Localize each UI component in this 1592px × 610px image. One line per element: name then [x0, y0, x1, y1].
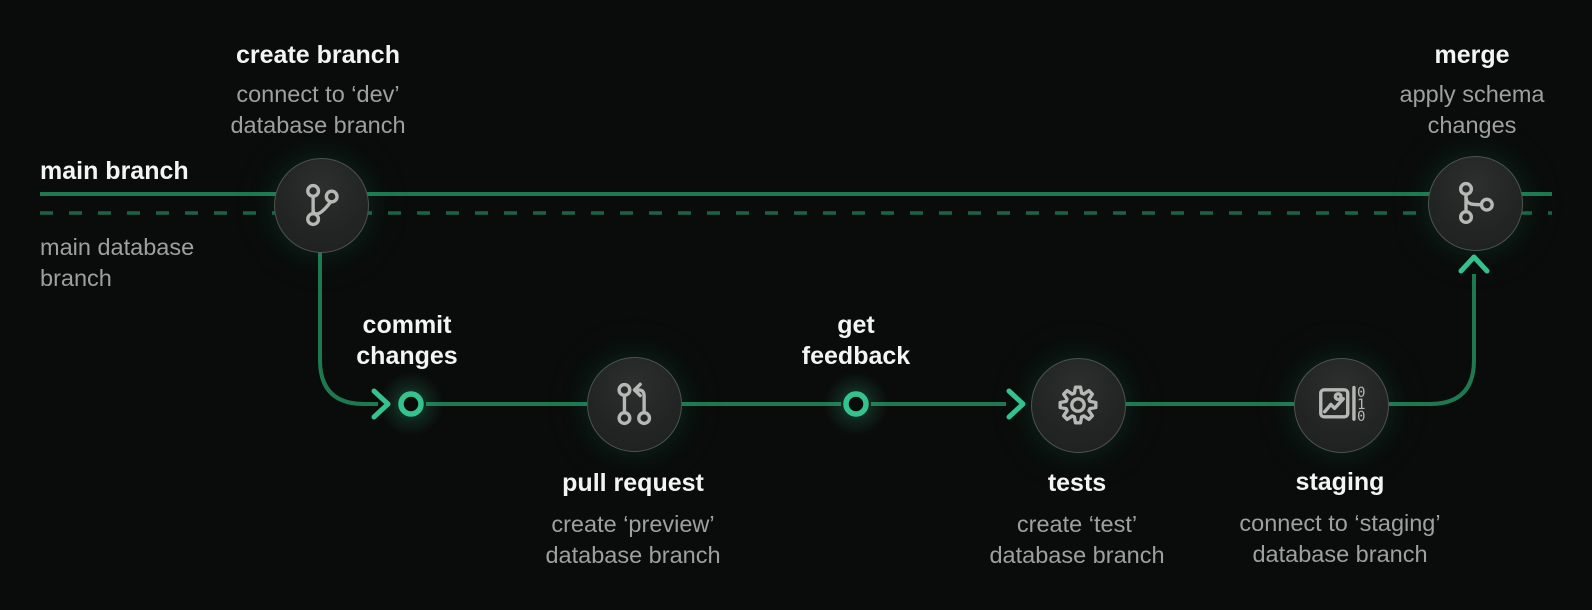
gear-icon [1058, 385, 1098, 425]
node-create-branch [273, 157, 369, 253]
step-title-create-branch: create branch [236, 41, 400, 69]
step-title-pull-request: pull request [562, 469, 704, 497]
step-subtitle-tests: create ‘test’ database branch [989, 511, 1165, 568]
staging-digit-2: 0 [1357, 409, 1365, 425]
step-title-get-feedback: get feedback [801, 311, 911, 370]
git-merge-icon [1458, 181, 1494, 225]
step-subtitle-create-branch: connect to ‘dev’ database branch [230, 81, 406, 138]
step-title-merge: merge [1434, 41, 1510, 69]
git-pull-request-icon [617, 382, 652, 426]
node-tests [1030, 357, 1126, 453]
image-binary-icon: 0 1 0 [1319, 385, 1365, 425]
step-subtitle-pull-request: create ‘preview’ database branch [545, 511, 721, 568]
arrowhead-into-tests [1006, 388, 1026, 420]
step-title-staging: staging [1295, 468, 1385, 496]
arrowhead-into-merge [1458, 254, 1490, 274]
main-branch-label: main branch [40, 157, 189, 185]
git-branch-icon [306, 183, 339, 227]
commit-changes-ring [398, 391, 424, 417]
main-database-branch-label: main database branch [40, 234, 195, 291]
staging-digit-0: 0 [1357, 385, 1365, 401]
step-subtitle-staging: connect to ‘staging’ database branch [1239, 510, 1441, 567]
step-title-commit-changes: commit changes [356, 311, 458, 370]
get-feedback-ring [843, 391, 869, 417]
step-title-tests: tests [1047, 469, 1107, 497]
node-staging: 0 1 0 [1293, 357, 1389, 453]
arrowhead-into-commit [371, 388, 391, 420]
node-merge [1427, 155, 1523, 251]
segment-staging-to-merge-curve-up [1387, 274, 1476, 406]
node-pull-request [586, 356, 682, 452]
step-subtitle-merge: apply schema changes [1399, 81, 1545, 138]
staging-digit-1: 1 [1357, 397, 1365, 413]
feature-branch-curve-down [318, 250, 378, 406]
